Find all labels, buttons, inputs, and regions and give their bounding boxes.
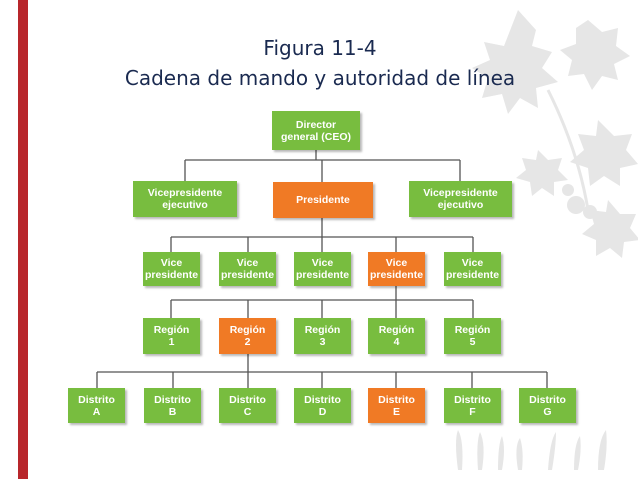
node-region: Región 1 — [143, 318, 200, 354]
node-district: Distrito C — [219, 388, 276, 423]
node-district-highlight: Distrito E — [368, 388, 425, 423]
node-ceo: Director general (CEO) — [272, 111, 360, 150]
ivy-decoration — [456, 10, 638, 470]
node-district: Distrito B — [144, 388, 201, 423]
node-district: Distrito D — [294, 388, 351, 423]
node-district: Distrito F — [444, 388, 501, 423]
node-district: Distrito G — [519, 388, 576, 423]
node-vp-exec-right: Vicepresidente ejecutivo — [409, 181, 512, 217]
node-district: Distrito A — [68, 388, 125, 423]
node-region-highlight: Región 2 — [219, 318, 276, 354]
node-vp-highlight: Vice presidente — [368, 252, 425, 286]
node-region: Región 4 — [368, 318, 425, 354]
node-vp: Vice presidente — [219, 252, 276, 286]
node-region: Región 5 — [444, 318, 501, 354]
accent-bar — [18, 0, 28, 479]
figure-title: Figura 11-4 — [263, 36, 377, 60]
node-vp: Vice presidente — [444, 252, 501, 286]
figure-subtitle: Cadena de mando y autoridad de línea — [124, 66, 516, 90]
node-president: Presidente — [273, 182, 373, 218]
node-region: Región 3 — [294, 318, 351, 354]
node-vp: Vice presidente — [294, 252, 351, 286]
node-vp: Vice presidente — [143, 252, 200, 286]
node-vp-exec-left: Vicepresidente ejecutivo — [133, 181, 237, 217]
